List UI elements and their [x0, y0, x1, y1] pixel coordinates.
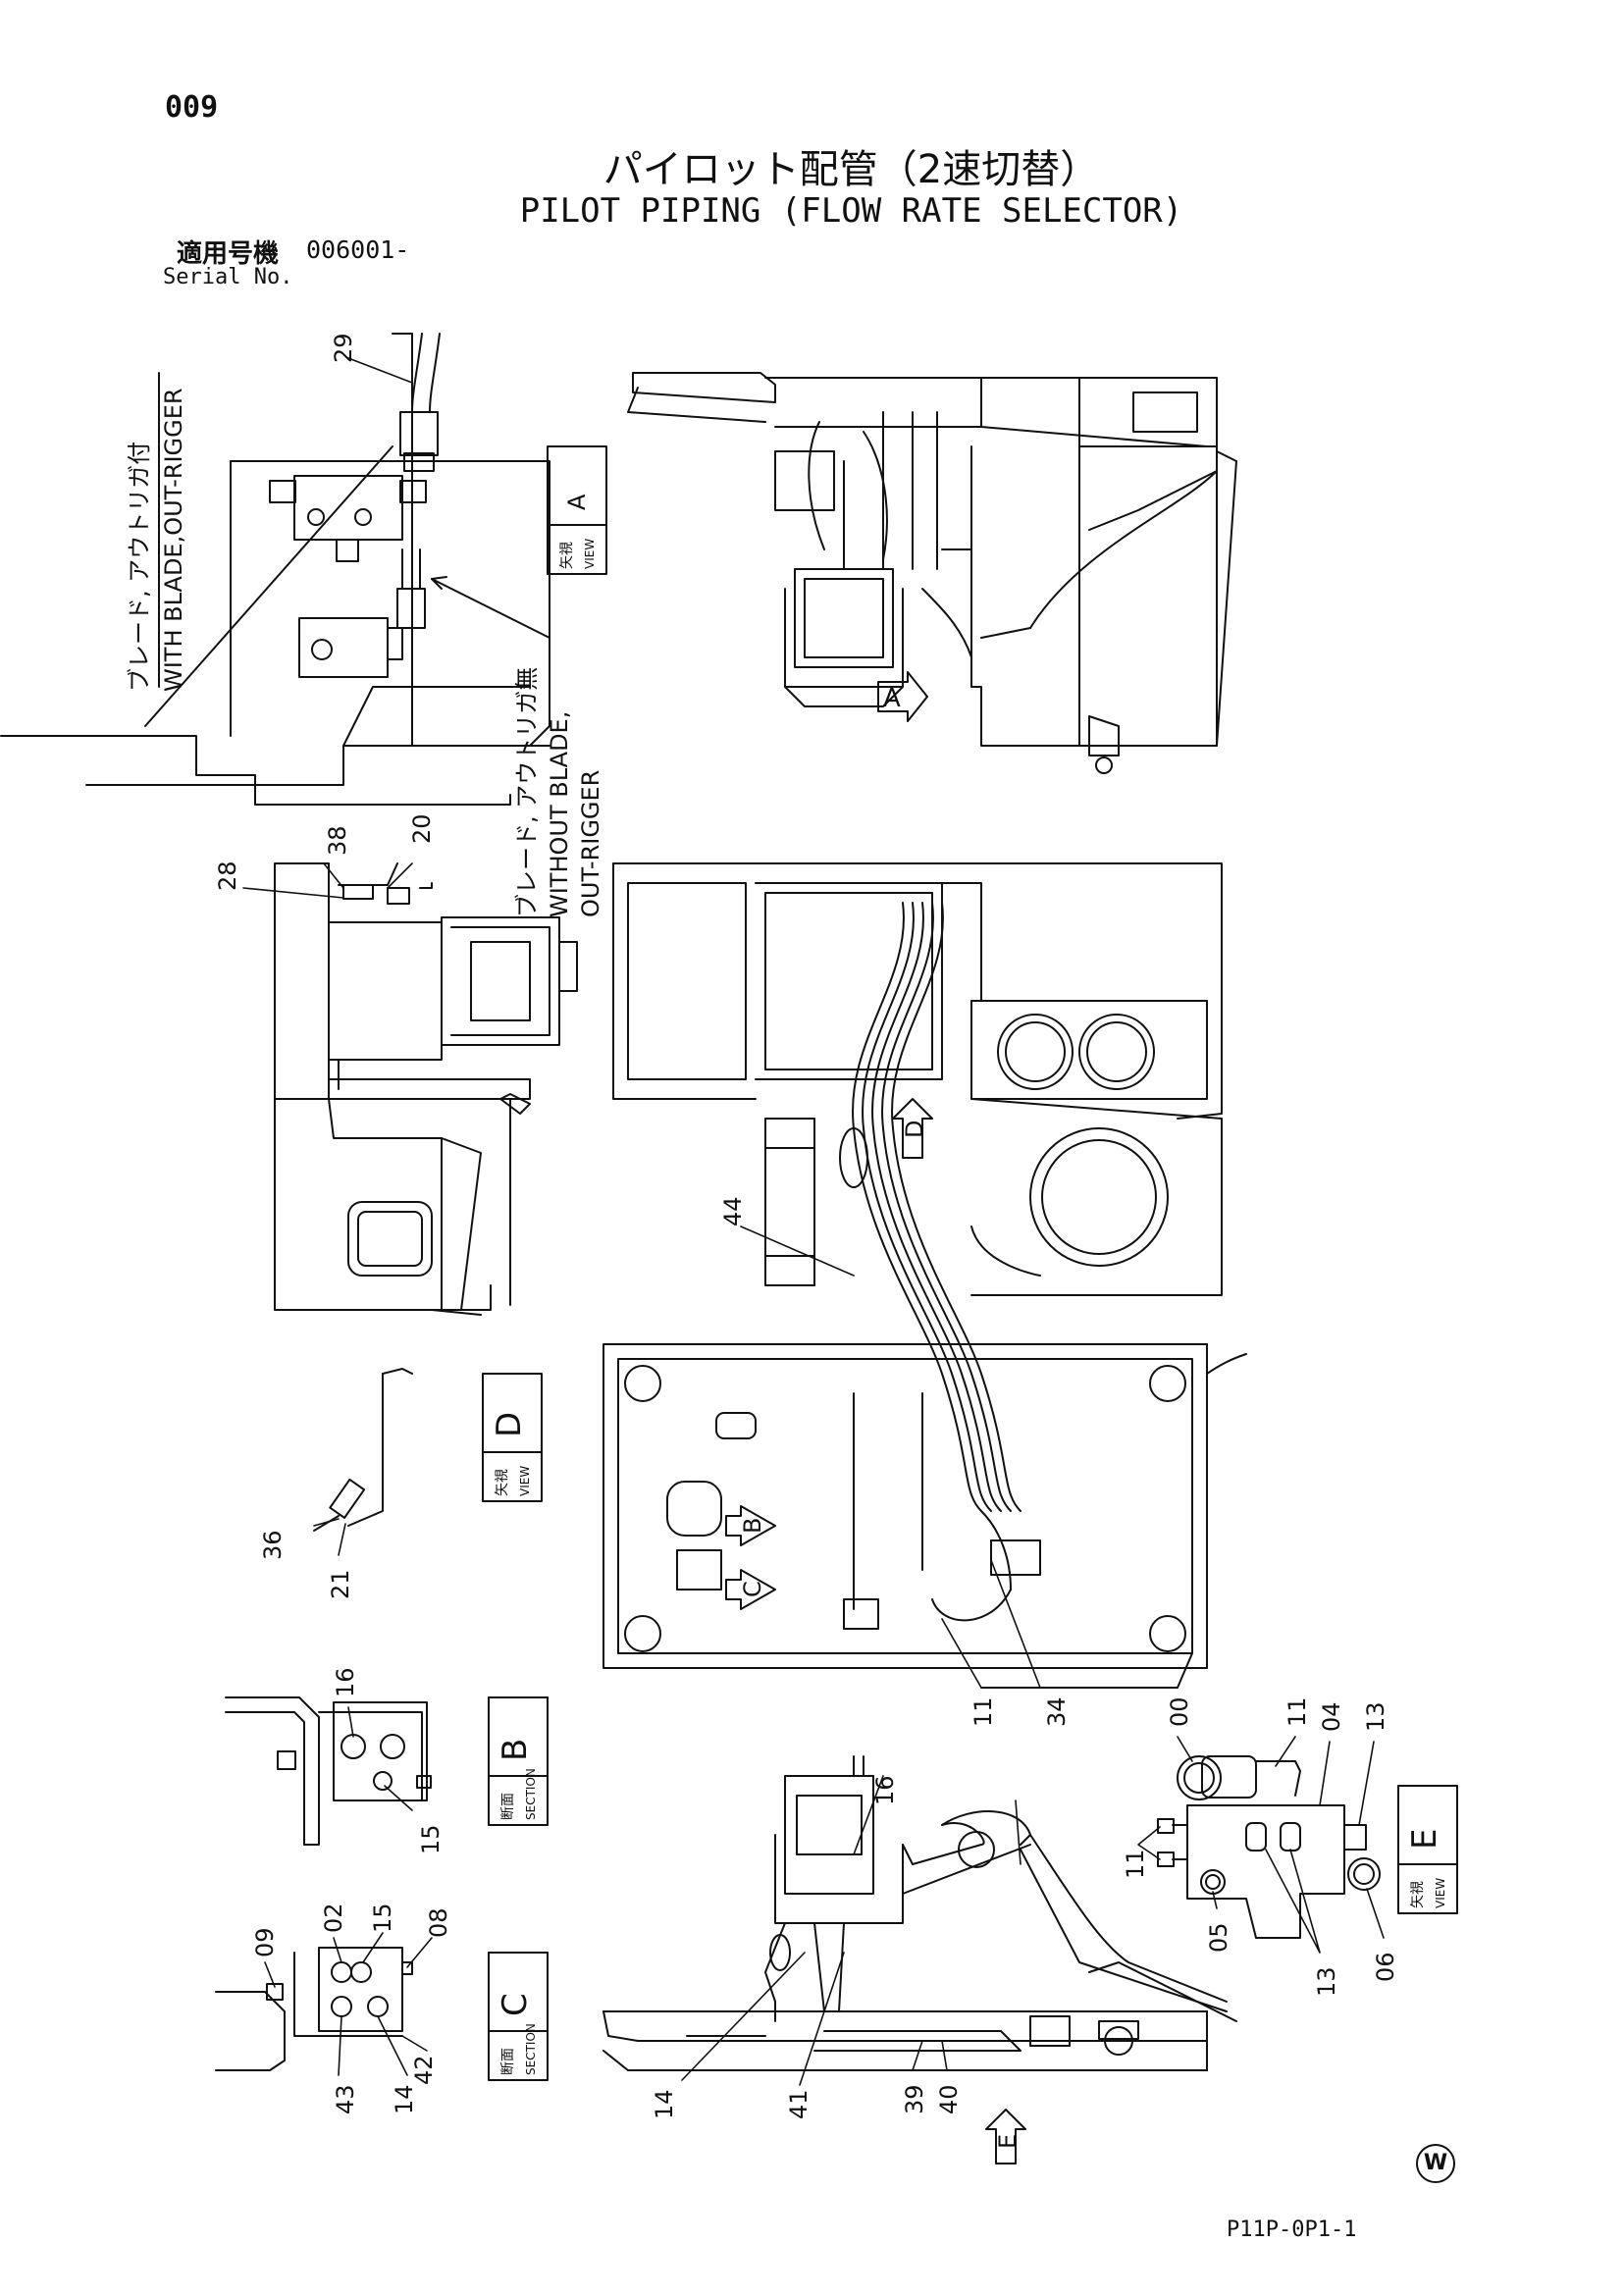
callout-14-section-c: 14: [391, 2084, 418, 2114]
callout-20: 20: [408, 813, 436, 844]
machine-top-view: D B C: [602, 862, 1247, 1689]
view-a-label: A 矢視 VIEW: [547, 445, 607, 575]
callout-43: 43: [332, 2084, 359, 2114]
view-e-detail: [1157, 1755, 1381, 1939]
callout-36: 36: [259, 1530, 287, 1560]
section-c-label: C 断面 SECTION: [488, 1952, 549, 2081]
callout-15-section-b: 15: [417, 1824, 445, 1854]
serial-label-jp: 適用号機: [177, 239, 280, 269]
svg-text:VIEW: VIEW: [1434, 1878, 1447, 1908]
callout-13-e-top: 13: [1362, 1701, 1389, 1732]
svg-text:A: A: [563, 494, 591, 510]
document-code: P11P-0P1-1: [1227, 2217, 1357, 2242]
callout-08: 08: [425, 1907, 452, 1938]
svg-text:矢視: 矢視: [1410, 1881, 1426, 1908]
callout-40: 40: [935, 2084, 963, 2114]
callout-41: 41: [785, 2089, 812, 2119]
section-c-detail: [215, 1947, 413, 2071]
page-number: 009: [165, 90, 219, 125]
svg-text:C: C: [496, 1993, 535, 2016]
note-without-blade: ブレード, アウトリガ無 WITHOUT BLADE, OUT-RIGGER: [513, 667, 604, 917]
callout-34: 34: [1043, 1696, 1071, 1727]
detail-blade-valve: [0, 333, 550, 806]
callout-06: 06: [1372, 1952, 1399, 1982]
without-blade-en-1: WITHOUT BLADE,: [546, 711, 573, 917]
corner-w-mark: W: [1416, 2144, 1455, 2183]
leader-lines: [242, 357, 1385, 2086]
callout-02: 02: [320, 1903, 347, 1933]
view-e-label: E 矢視 VIEW: [1397, 1785, 1458, 1914]
svg-text:VIEW: VIEW: [518, 1466, 532, 1496]
callout-44: 44: [719, 1196, 747, 1226]
svg-text:VIEW: VIEW: [583, 539, 597, 569]
with-blade-en: WITH BLADE,OUT-RIGGER: [160, 388, 187, 692]
callout-13-e-bottom: 13: [1313, 1966, 1340, 1997]
note-with-blade: ブレード, アウトリガ付 WITH BLADE,OUT-RIGGER: [126, 388, 187, 692]
svg-text:B: B: [496, 1739, 535, 1761]
svg-text:矢視: 矢視: [495, 1469, 510, 1496]
callout-21: 21: [327, 1569, 354, 1599]
serial-label-en: Serial No.: [163, 265, 293, 289]
callout-11-e-top: 11: [1283, 1696, 1311, 1727]
svg-text:矢視: 矢視: [559, 542, 575, 569]
callout-05: 05: [1205, 1922, 1232, 1953]
page-title-en: PILOT PIPING (FLOW RATE SELECTOR): [519, 191, 1183, 231]
svg-text:断面: 断面: [500, 2048, 516, 2075]
view-a-drawing: A: [627, 372, 1237, 774]
view-d-label: D 矢視 VIEW: [482, 1373, 543, 1502]
callout-11-e-left: 11: [1122, 1849, 1149, 1879]
arrow-c-label: C: [739, 1581, 766, 1597]
callout-04: 04: [1318, 1701, 1345, 1732]
detail-valve-mount: [274, 862, 578, 1316]
arrow-b-label: B: [739, 1518, 766, 1534]
page-title-jp: パイロット配管（2速切替）: [602, 147, 1100, 192]
callouts: 29 38 20 28 44 36 21 16 15 11 34 00 11 0…: [214, 333, 1399, 2119]
svg-text:D: D: [490, 1412, 529, 1437]
section-b-detail: [225, 1696, 432, 1846]
arrow-a-label: A: [883, 684, 901, 713]
callout-39: 39: [901, 2084, 928, 2114]
callout-42: 42: [410, 2055, 438, 2085]
callout-09: 09: [251, 1927, 279, 1957]
without-blade-en-2: OUT-RIGGER: [577, 770, 604, 917]
callout-16-side: 16: [871, 1775, 899, 1805]
callout-38: 38: [324, 825, 351, 856]
view-d-detail: [313, 1368, 413, 1532]
serial-value: 006001-: [306, 235, 410, 264]
callout-11-top: 11: [969, 1696, 997, 1727]
svg-text:SECTION: SECTION: [524, 2023, 538, 2075]
with-blade-jp: ブレード, アウトリガ付: [126, 442, 153, 692]
svg-text:E: E: [1405, 1829, 1444, 1850]
without-blade-jp: ブレード, アウトリガ無: [513, 667, 541, 917]
arrow-e-label: E: [994, 2134, 1022, 2149]
callout-14-side: 14: [651, 2089, 678, 2119]
section-b-label: B 断面 SECTION: [488, 1696, 549, 1826]
arrow-d-label: D: [901, 1121, 928, 1138]
svg-text:SECTION: SECTION: [524, 1768, 538, 1820]
callout-15-section-c: 15: [369, 1903, 396, 1933]
callout-29: 29: [330, 333, 357, 363]
callout-00: 00: [1166, 1696, 1193, 1727]
callout-16-section-b: 16: [332, 1667, 359, 1697]
callout-28: 28: [214, 861, 241, 891]
svg-text:断面: 断面: [500, 1793, 516, 1820]
